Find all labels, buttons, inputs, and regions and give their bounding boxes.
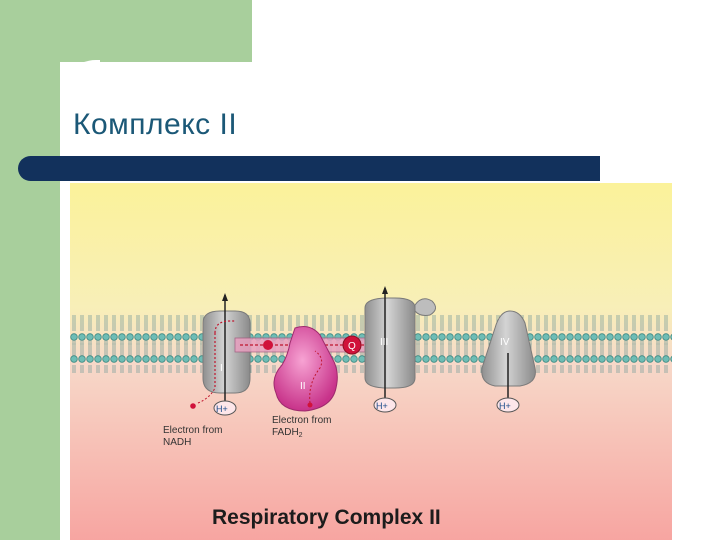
proton-badge-1: H+ <box>213 400 237 416</box>
figure-caption: Respiratory Complex II <box>212 506 441 529</box>
slide-title: Комплекс II <box>73 108 238 141</box>
complex-i <box>190 293 251 409</box>
svg-text:H+: H+ <box>499 401 511 411</box>
complex-iii: III <box>364 286 436 398</box>
electron-fadh2-label-line2: FADH2 <box>272 427 303 439</box>
proton-badge-2: H+ <box>373 397 397 413</box>
figure-canvas: Q II III IV H+ <box>70 183 672 540</box>
complex-ii: II <box>273 326 338 412</box>
svg-text:H+: H+ <box>216 404 228 414</box>
complex-iv: IV <box>481 310 536 398</box>
electron-nadh-label-line1: Electron from <box>163 425 222 436</box>
electron-fadh2-label-line1: Electron from <box>272 415 331 426</box>
left-accent-bar <box>0 0 60 540</box>
complex-iii-label: III <box>380 337 388 348</box>
top-accent-bar <box>0 0 252 62</box>
complex-i-label: I <box>220 363 223 374</box>
complex-ii-label: II <box>300 381 306 392</box>
title-divider <box>18 156 600 181</box>
complex-iv-label: IV <box>500 337 510 348</box>
respiratory-complex-figure: Q II III IV H+ <box>70 183 672 540</box>
q-label: Q <box>348 341 356 352</box>
content-corner <box>60 60 100 100</box>
electron-nadh-label-line2: NADH <box>163 437 191 448</box>
proton-badge-3: H+ <box>496 397 520 413</box>
svg-text:H+: H+ <box>376 401 388 411</box>
